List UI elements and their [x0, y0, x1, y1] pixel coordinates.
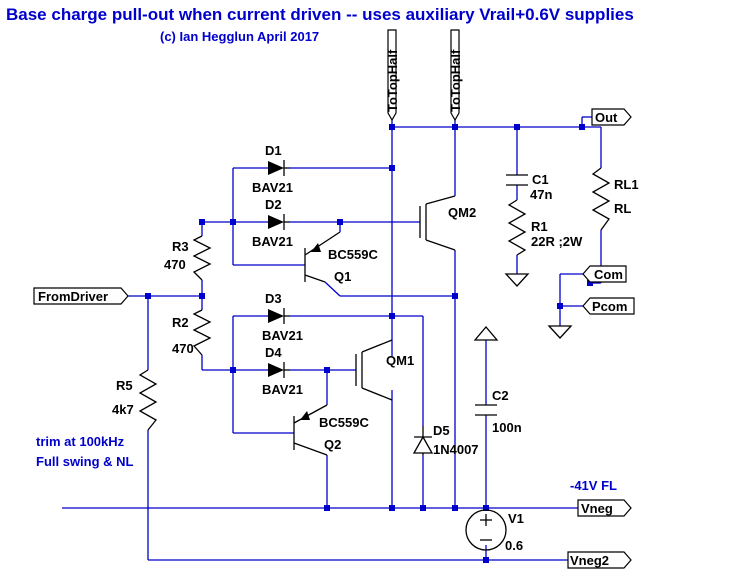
- label-q2-ref: Q2: [324, 437, 341, 452]
- label-rl1-ref: RL1: [614, 177, 639, 192]
- junction-dots: [145, 124, 593, 563]
- resistor-r1: [507, 199, 527, 256]
- note-full-swing: Full swing & NL: [36, 454, 134, 469]
- label-d2-value: BAV21: [252, 234, 293, 249]
- voltage-source-v1: [465, 509, 507, 551]
- label-d4-value: BAV21: [262, 382, 303, 397]
- label-d1-value: BAV21: [252, 180, 293, 195]
- ground-pcom: [547, 325, 573, 339]
- label-c2-value: 100n: [492, 420, 522, 435]
- diode-d3: [268, 308, 290, 324]
- net-flag-fromdriver: FromDriver: [33, 287, 129, 305]
- label-d4-ref: D4: [265, 345, 282, 360]
- svg-text:Pcom: Pcom: [592, 299, 627, 314]
- label-qm2-ref: QM2: [448, 205, 476, 220]
- note-rail-voltage: -41V FL: [570, 478, 617, 493]
- capacitor-c1: [506, 174, 528, 186]
- label-r5-value: 4k7: [112, 402, 134, 417]
- svg-text:Out: Out: [595, 110, 618, 125]
- resistor-rl1: [591, 167, 611, 231]
- net-flag-pcom: Pcom: [582, 297, 635, 315]
- label-d2-ref: D2: [265, 197, 282, 212]
- diode-d4: [268, 362, 290, 378]
- label-rl1-value: RL: [614, 201, 631, 216]
- mosfet-qm1: [355, 339, 393, 401]
- label-r1-value: 22R ;2W: [531, 234, 583, 249]
- diode-d5: [412, 426, 434, 455]
- label-d1-ref: D1: [265, 143, 282, 158]
- schematic-title: Base charge pull-out when current driven…: [6, 5, 634, 24]
- svg-text:Vneg2: Vneg2: [570, 553, 609, 568]
- net-flag-vneg: Vneg: [577, 499, 632, 517]
- label-d5-value: 1N4007: [433, 442, 479, 457]
- net-flag-com: Com: [582, 265, 627, 283]
- label-d3-value: BAV21: [262, 328, 303, 343]
- label-r1-ref: R1: [531, 219, 548, 234]
- label-q1-ref: Q1: [334, 269, 351, 284]
- label-r5-ref: R5: [116, 378, 133, 393]
- transistor-q1: [304, 231, 341, 283]
- wires: [62, 116, 602, 561]
- label-c1-value: 47n: [530, 187, 552, 202]
- label-q2-value: BC559C: [319, 415, 369, 430]
- label-c2-ref: C2: [492, 388, 509, 403]
- diode-d1: [268, 160, 290, 176]
- label-q1-value: BC559C: [328, 247, 378, 262]
- label-r2-ref: R2: [172, 315, 189, 330]
- label-d3-ref: D3: [265, 291, 282, 306]
- net-flag-out: Out: [591, 108, 632, 126]
- resistor-r2: [192, 309, 212, 356]
- note-trim: trim at 100kHz: [36, 434, 125, 449]
- svg-text:ToTopHalf: ToTopHalf: [448, 49, 463, 112]
- mosfet-qm2: [419, 195, 456, 251]
- svg-text:Com: Com: [594, 267, 623, 282]
- label-v1-ref: V1: [508, 511, 524, 526]
- net-flag-tothophalf-1: ToTopHalf: [385, 29, 400, 122]
- net-flag-vneg2: Vneg2: [567, 551, 632, 569]
- ground-r1: [504, 273, 530, 287]
- label-d5-ref: D5: [433, 423, 450, 438]
- diode-d2: [268, 214, 290, 230]
- svg-text:ToTopHalf: ToTopHalf: [385, 49, 400, 112]
- transistor-q2: [293, 404, 328, 456]
- resistor-r3: [192, 235, 212, 281]
- svg-text:Vneg: Vneg: [581, 501, 613, 516]
- label-qm1-ref: QM1: [386, 353, 414, 368]
- label-r2-value: 470: [172, 341, 194, 356]
- label-c1-ref: C1: [532, 172, 549, 187]
- label-r3-value: 470: [164, 257, 186, 272]
- resistor-r5: [138, 369, 158, 431]
- component-labels: D1 BAV21 D2 BAV21 D3 BAV21 D4 BAV21 BC55…: [112, 143, 639, 553]
- label-v1-value: 0.6: [505, 538, 523, 553]
- schematic-subtitle: (c) Ian Hegglun April 2017: [160, 29, 319, 44]
- net-flag-tothophalf-2: ToTopHalf: [448, 29, 463, 122]
- label-r3-ref: R3: [172, 239, 189, 254]
- supply-arrow-c2: [473, 325, 499, 341]
- svg-text:FromDriver: FromDriver: [38, 289, 108, 304]
- capacitor-c2: [475, 404, 497, 416]
